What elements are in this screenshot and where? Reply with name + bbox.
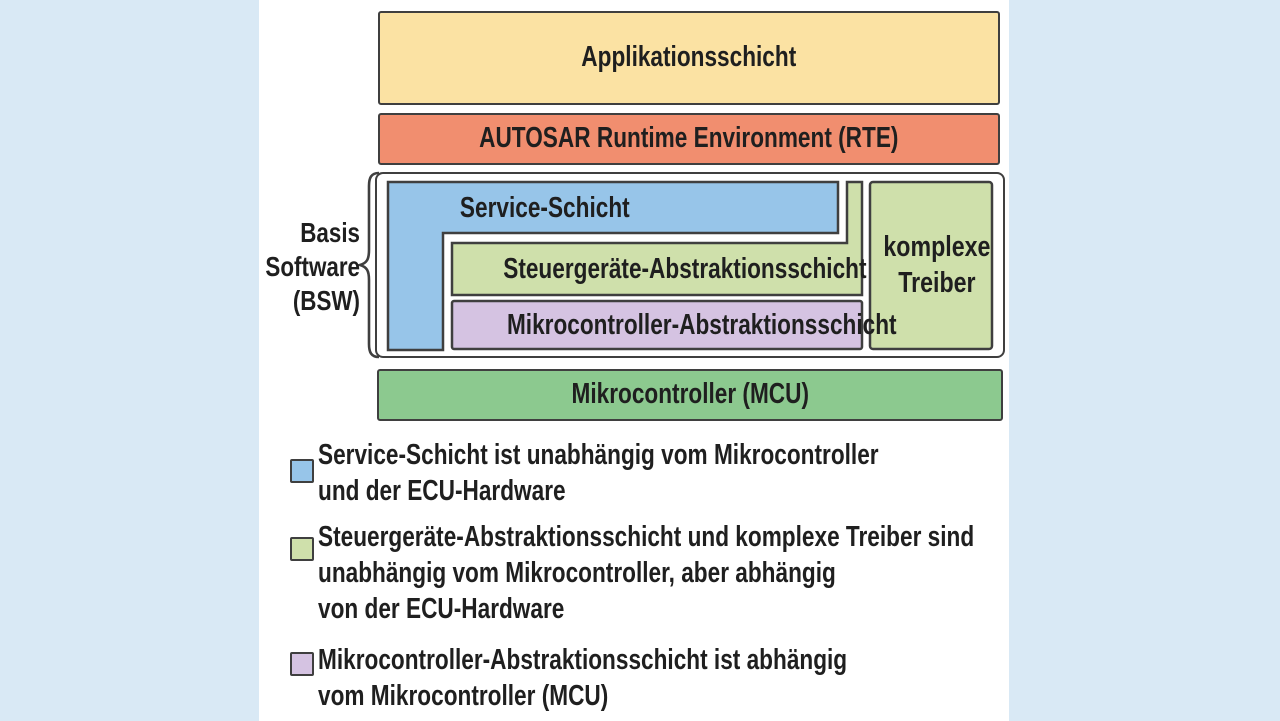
service-layer-shape	[386, 180, 840, 352]
legend-line: Service-Schicht ist unabhängig vom Mikro…	[318, 439, 879, 471]
complex-drivers-labelbox: komplexe Treiber	[870, 229, 992, 301]
legend-line: Mikrocontroller-Abstraktionsschicht ist …	[318, 644, 848, 676]
service-layer-label: Service-Schicht	[460, 192, 630, 224]
complex-drivers-shape	[868, 180, 994, 351]
service-layer-labelbox: Service-Schicht	[395, 186, 695, 230]
complex-drivers-line1: komplexe	[883, 231, 991, 263]
legend-line: und der ECU-Hardware	[318, 475, 566, 507]
mcal-label: Mikrocontroller-Abstraktionsschicht	[506, 309, 897, 341]
bsw-brace	[357, 171, 380, 359]
curly-brace-icon	[357, 171, 380, 359]
complex-drivers-line2: Treiber	[898, 267, 976, 299]
mcal-layer-shape	[450, 299, 864, 351]
ecu-abstraction-labelbox: Steuergeräte-Abstraktionsschicht	[452, 245, 866, 293]
bsw-label-line1: Basis	[300, 217, 360, 248]
application-layer-box: Applikationsschicht	[378, 11, 1000, 105]
ecu-abstraction-layer-shape	[450, 180, 864, 297]
legend-item-mcal-text: Mikrocontroller-Abstraktionsschicht ist …	[318, 642, 847, 714]
legend-line: Steuergeräte-Abstraktionsschicht und kom…	[318, 521, 975, 553]
mcal-labelbox: Mikrocontroller-Abstraktionsschicht	[452, 302, 897, 348]
legend-line: von der ECU-Hardware	[318, 593, 565, 625]
bsw-side-label: Basis Software (BSW)	[232, 216, 360, 318]
legend-swatch-abstraction	[290, 537, 314, 561]
rte-layer-label: AUTOSAR Runtime Environment (RTE)	[479, 122, 899, 154]
ecu-abstraction-label: Steuergeräte-Abstraktionsschicht	[503, 253, 867, 285]
rte-layer-box: AUTOSAR Runtime Environment (RTE)	[378, 113, 1000, 165]
legend-swatch-service	[290, 459, 314, 483]
legend-item-abstraction-text: Steuergeräte-Abstraktionsschicht und kom…	[318, 519, 974, 627]
bsw-label-line2: Software	[265, 251, 360, 282]
mcu-layer-box: Mikrocontroller (MCU)	[377, 369, 1003, 421]
legend-line: vom Mikrocontroller (MCU)	[318, 680, 609, 712]
legend-item-service-text: Service-Schicht ist unabhängig vom Mikro…	[318, 437, 879, 509]
bsw-inner-shapes	[386, 180, 994, 352]
bsw-label-line3: (BSW)	[292, 285, 360, 316]
application-layer-label: Applikationsschicht	[581, 41, 797, 73]
legend-swatch-mcal	[290, 652, 314, 676]
legend-line: unabhängig vom Mikrocontroller, aber abh…	[318, 557, 836, 589]
complex-drivers-label: komplexe Treiber	[883, 229, 990, 301]
mcu-layer-label: Mikrocontroller (MCU)	[571, 378, 809, 410]
